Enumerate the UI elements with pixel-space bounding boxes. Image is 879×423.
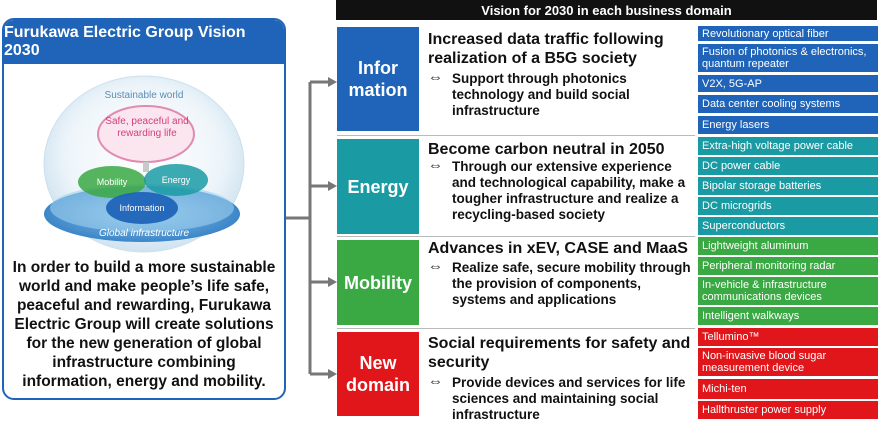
sphere-outer-label: Sustainable world bbox=[105, 90, 184, 101]
bidirectional-arrow-icon: ⇔ bbox=[428, 258, 443, 275]
tag-item: Michi-ten bbox=[698, 379, 878, 399]
domain-new-box: New domain bbox=[337, 332, 419, 416]
tag-item: In-vehicle & infrastructure communicatio… bbox=[698, 277, 878, 305]
mobility-desc-text: Realize safe, secure mobility through th… bbox=[452, 260, 691, 307]
tag-item: Data center cooling systems bbox=[698, 95, 878, 113]
sphere-energy-label: Energy bbox=[162, 175, 191, 185]
tag-item: DC power cable bbox=[698, 157, 878, 175]
new-domain-headline: Social requirements for safety and secur… bbox=[428, 335, 691, 371]
sphere-mobility-label: Mobility bbox=[97, 177, 128, 187]
energy-headline: Become carbon neutral in 2050 bbox=[428, 141, 665, 158]
vision-title: Furukawa Electric Group Vision 2030 bbox=[4, 20, 284, 64]
tag-item: Intelligent walkways bbox=[698, 307, 878, 325]
energy-desc: ⇔ Through our extensive experience and t… bbox=[428, 157, 696, 223]
tag-item: Energy lasers bbox=[698, 116, 878, 134]
tag-item: Superconductors bbox=[698, 217, 878, 235]
divider bbox=[337, 236, 695, 237]
vision-body-text: In order to build a more sustainable wor… bbox=[12, 259, 276, 390]
bidirectional-arrow-icon: ⇔ bbox=[428, 373, 443, 390]
sphere-top-label: Safe, peaceful and rewarding life bbox=[105, 116, 189, 139]
tag-item: Bipolar storage batteries bbox=[698, 177, 878, 195]
tag-item: Hallthruster power supply bbox=[698, 401, 878, 419]
bidirectional-arrow-icon: ⇔ bbox=[428, 157, 443, 174]
tag-item: Peripheral monitoring radar bbox=[698, 257, 878, 275]
header-bar: Vision for 2030 in each business domain bbox=[336, 0, 877, 20]
sphere-illustration: Sustainable world Safe, peaceful and rew… bbox=[4, 64, 284, 254]
tag-item: DC microgrids bbox=[698, 197, 878, 215]
energy-desc-text: Through our extensive experience and tec… bbox=[452, 159, 686, 222]
tag-item: V2X, 5G-AP bbox=[698, 75, 878, 92]
tag-item: Non-invasive blood sugar measurement dev… bbox=[698, 348, 878, 376]
vision-card: Furukawa Electric Group Vision 2030 bbox=[2, 18, 286, 400]
bidirectional-arrow-icon: ⇔ bbox=[428, 69, 443, 86]
new-domain-desc-text: Provide devices and services for life sc… bbox=[452, 375, 686, 422]
tag-item: Fusion of photonics & electronics, quant… bbox=[698, 44, 878, 72]
mobility-desc: ⇔ Realize safe, secure mobility through … bbox=[428, 258, 696, 308]
divider bbox=[337, 328, 695, 329]
tag-item: Tellumino™ bbox=[698, 328, 878, 346]
domain-mobility-box: Mobility bbox=[337, 240, 419, 325]
information-headline: Increased data traffic following realiza… bbox=[428, 31, 664, 67]
sphere-information-label: Information bbox=[119, 203, 164, 213]
tag-item: Lightweight aluminum bbox=[698, 237, 878, 255]
information-desc-text: Support through photonics technology and… bbox=[452, 71, 630, 118]
tag-item: Extra-high voltage power cable bbox=[698, 137, 878, 155]
tag-item: Revolutionary optical fiber bbox=[698, 26, 878, 41]
domain-information-box: Infor mation bbox=[337, 27, 419, 131]
sphere-base-label: Global infrastructure bbox=[99, 228, 189, 239]
information-desc: ⇔ Support through photonics technology a… bbox=[428, 69, 696, 119]
new-domain-desc: ⇔ Provide devices and services for life … bbox=[428, 373, 696, 423]
domain-energy-box: Energy bbox=[337, 139, 419, 234]
mobility-headline: Advances in xEV, CASE and MaaS bbox=[428, 240, 688, 257]
divider bbox=[337, 135, 695, 136]
